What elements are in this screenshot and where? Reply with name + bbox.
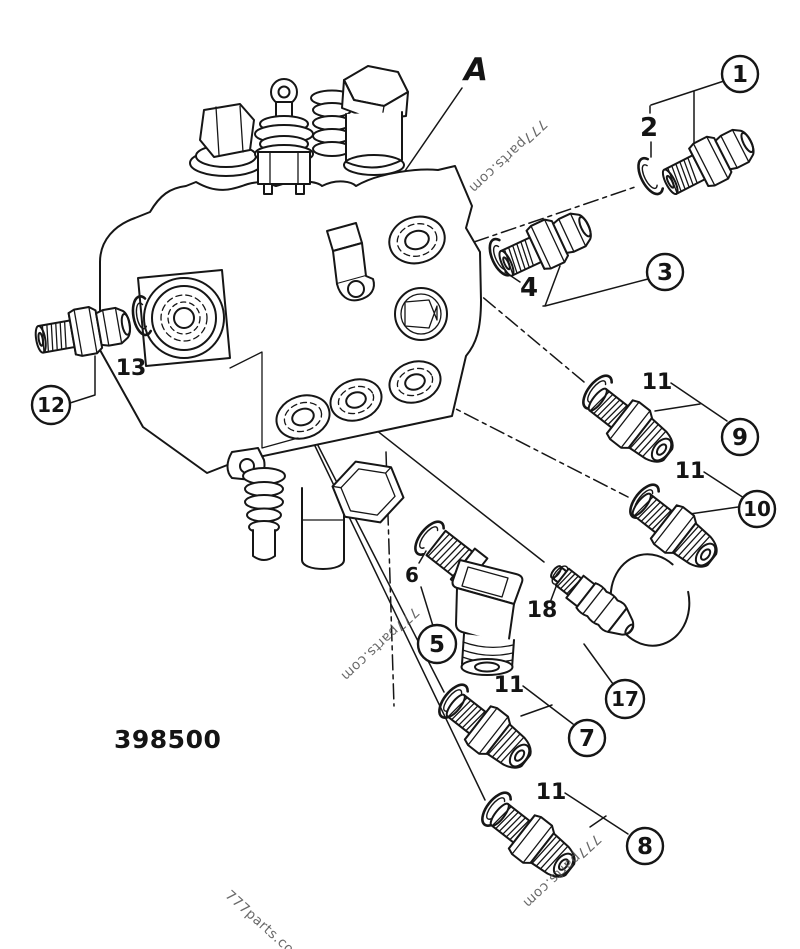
fittings (31, 118, 763, 889)
hex-cap-top-right (341, 65, 409, 176)
callout-3: 3 (645, 252, 685, 292)
label-item-11a: 11 (642, 370, 673, 395)
front-ports (275, 360, 442, 440)
hex-plug-top-left (189, 103, 263, 177)
part-number: 398500 (114, 725, 221, 754)
label-item-4: 4 (520, 273, 538, 303)
callout-9-number: 9 (732, 425, 748, 451)
label-item-18: 18 (527, 598, 558, 623)
inlet-port-boss (137, 269, 231, 367)
callouts: 1 3 5 7 8 9 10 12 (30, 54, 777, 866)
callout-17-number: 17 (611, 687, 639, 711)
callout-8-number: 8 (637, 834, 653, 860)
label-item-2: 2 (640, 113, 658, 143)
section-letter: A (461, 52, 488, 88)
callout-7-number: 7 (579, 726, 595, 752)
spool-lever (326, 222, 375, 302)
valve-body-illustration (99, 65, 482, 570)
label-item-13: 13 (116, 356, 147, 381)
callout-10-number: 10 (743, 497, 771, 521)
o-ring-2 (632, 155, 666, 200)
watermark-text: 777parts.com (465, 116, 550, 196)
callout-7: 7 (567, 718, 607, 758)
callout-17: 17 (604, 678, 646, 720)
label-item-11d: 11 (536, 780, 567, 805)
dome-plug (394, 287, 448, 341)
callout-9: 9 (720, 417, 760, 457)
drain-boot (242, 467, 286, 561)
callout-1-number: 1 (732, 62, 748, 88)
callout-1: 1 (720, 54, 760, 94)
bottom-hex-plug (331, 460, 405, 524)
callout-3-number: 3 (657, 260, 673, 286)
bottom-boss (301, 487, 345, 570)
label-item-6: 6 (405, 563, 419, 587)
fitting-1-adapter (654, 118, 763, 206)
relief-valve-17 (548, 553, 691, 647)
callout-12: 12 (30, 384, 72, 426)
relief-spring (310, 89, 354, 157)
valve-spool-clevis (254, 78, 314, 195)
side-port (388, 215, 446, 265)
callout-5-number: 5 (429, 632, 445, 658)
callout-10: 10 (737, 489, 777, 529)
label-item-11c: 11 (494, 673, 525, 698)
item-labels: A 2 4 6 11 11 11 11 13 18 398500 (114, 52, 705, 805)
watermark-text: 777parts.com (222, 887, 308, 949)
label-item-11b: 11 (675, 459, 706, 484)
fitting-3-adapter (491, 202, 600, 288)
callout-5: 5 (416, 623, 458, 665)
fitting-7-adapter (436, 683, 542, 780)
leader-lines (69, 80, 745, 835)
elbow-fitting-5 (408, 515, 524, 676)
callout-8: 8 (625, 826, 665, 866)
callout-12-number: 12 (37, 393, 65, 417)
